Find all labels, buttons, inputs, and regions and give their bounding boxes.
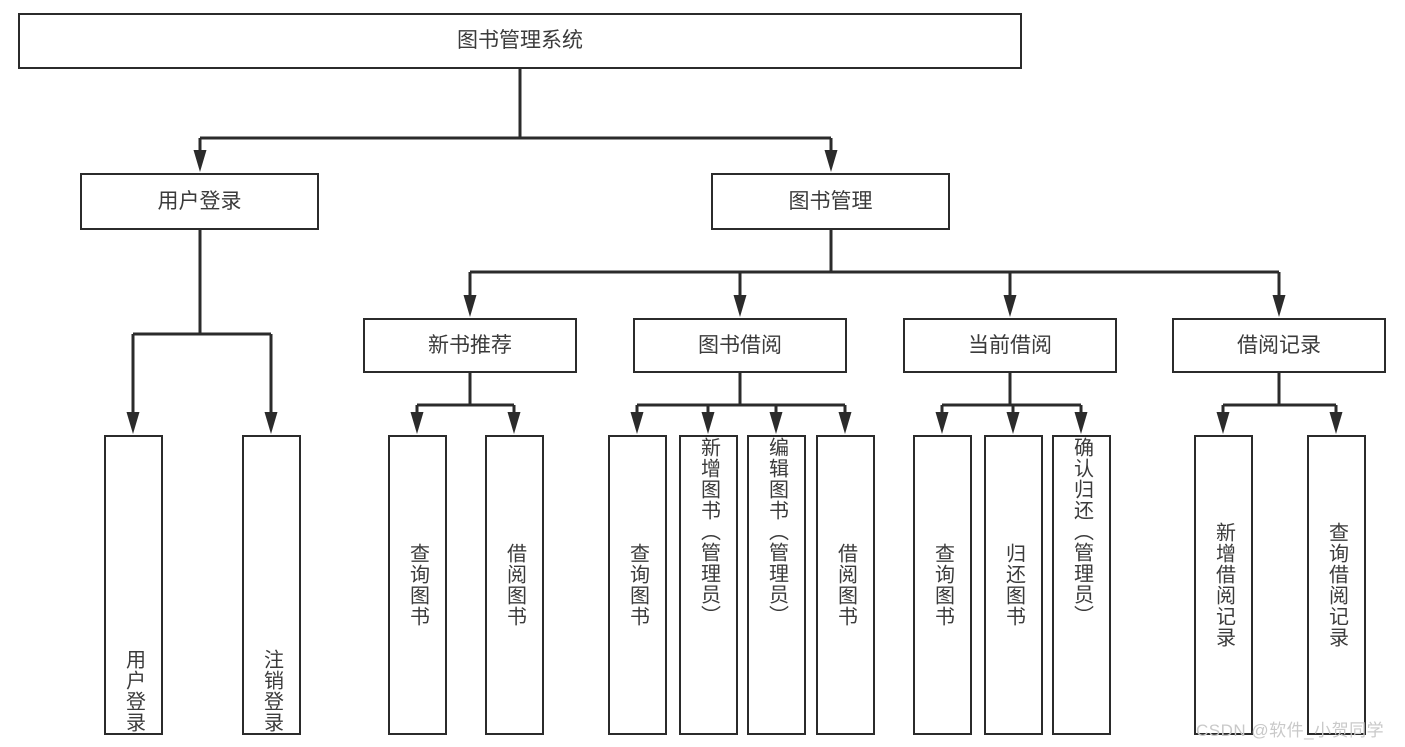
arrowhead-icon (769, 412, 783, 434)
node-label: 归还图书 (1002, 543, 1025, 627)
arrowhead-icon (838, 412, 852, 434)
node-label: 新书推荐 (428, 333, 512, 357)
node-label: 查询图书 (406, 543, 429, 627)
node-user-login-group[interactable]: 用户登录 (80, 173, 319, 230)
node-leaf-borrow-book[interactable]: 借阅图书 (816, 435, 875, 735)
node-label: 确认归还（管理员） (1070, 437, 1093, 626)
arrowhead-icon (1272, 295, 1286, 317)
watermark-text: CSDN @软件_小贺同学 (1196, 721, 1385, 740)
node-leaf-add-book[interactable]: 新增图书（管理员） (679, 435, 738, 735)
arrowhead-icon (264, 412, 278, 434)
arrowhead-icon (1216, 412, 1230, 434)
arrowhead-icon (1006, 412, 1020, 434)
arrowhead-icon (1003, 295, 1017, 317)
arrowhead-icon (824, 150, 838, 172)
arrowhead-icon (1074, 412, 1088, 434)
node-label: 当前借阅 (968, 333, 1052, 357)
node-label: 借阅图书 (834, 543, 857, 627)
node-label: 图书管理系统 (457, 29, 583, 53)
node-leaf-user-login[interactable]: 用户登录 (104, 435, 163, 735)
node-label: 用户登录 (122, 649, 145, 733)
node-label: 查询图书 (931, 543, 954, 627)
node-leaf-query-book-borrow[interactable]: 查询图书 (608, 435, 667, 735)
node-leaf-logout[interactable]: 注销登录 (242, 435, 301, 735)
node-label: 查询图书 (626, 543, 649, 627)
node-current-borrow[interactable]: 当前借阅 (903, 318, 1117, 373)
node-leaf-query-book-rec[interactable]: 查询图书 (388, 435, 447, 735)
arrowhead-icon (507, 412, 521, 434)
node-label: 图书借阅 (698, 333, 782, 357)
node-label: 查询借阅记录 (1325, 522, 1348, 648)
node-borrow-record[interactable]: 借阅记录 (1172, 318, 1386, 373)
node-label: 编辑图书（管理员） (765, 437, 788, 626)
node-leaf-borrow-book-rec[interactable]: 借阅图书 (485, 435, 544, 735)
node-label: 借阅记录 (1237, 333, 1321, 357)
arrowhead-icon (410, 412, 424, 434)
arrowhead-icon (733, 295, 747, 317)
node-leaf-return-book[interactable]: 归还图书 (984, 435, 1043, 735)
arrowhead-icon (935, 412, 949, 434)
node-book-manage-group[interactable]: 图书管理 (711, 173, 950, 230)
node-label: 新增图书（管理员） (697, 437, 720, 626)
node-leaf-add-record[interactable]: 新增借阅记录 (1194, 435, 1253, 735)
node-book-borrow[interactable]: 图书借阅 (633, 318, 847, 373)
node-new-book-rec[interactable]: 新书推荐 (363, 318, 577, 373)
arrowhead-icon (701, 412, 715, 434)
node-leaf-query-book-cur[interactable]: 查询图书 (913, 435, 972, 735)
arrowhead-icon (630, 412, 644, 434)
arrowhead-icon (463, 295, 477, 317)
arrowhead-icon (126, 412, 140, 434)
node-leaf-edit-book[interactable]: 编辑图书（管理员） (747, 435, 806, 735)
arrowhead-icon (1329, 412, 1343, 434)
node-label: 用户登录 (157, 189, 242, 213)
node-label: 图书管理 (788, 189, 873, 213)
node-label: 注销登录 (260, 649, 283, 733)
node-label: 新增借阅记录 (1212, 522, 1235, 648)
node-leaf-confirm-return[interactable]: 确认归还（管理员） (1052, 435, 1111, 735)
node-leaf-query-record[interactable]: 查询借阅记录 (1307, 435, 1366, 735)
arrowhead-icon (193, 150, 207, 172)
node-root[interactable]: 图书管理系统 (18, 13, 1022, 69)
node-label: 借阅图书 (503, 543, 526, 627)
